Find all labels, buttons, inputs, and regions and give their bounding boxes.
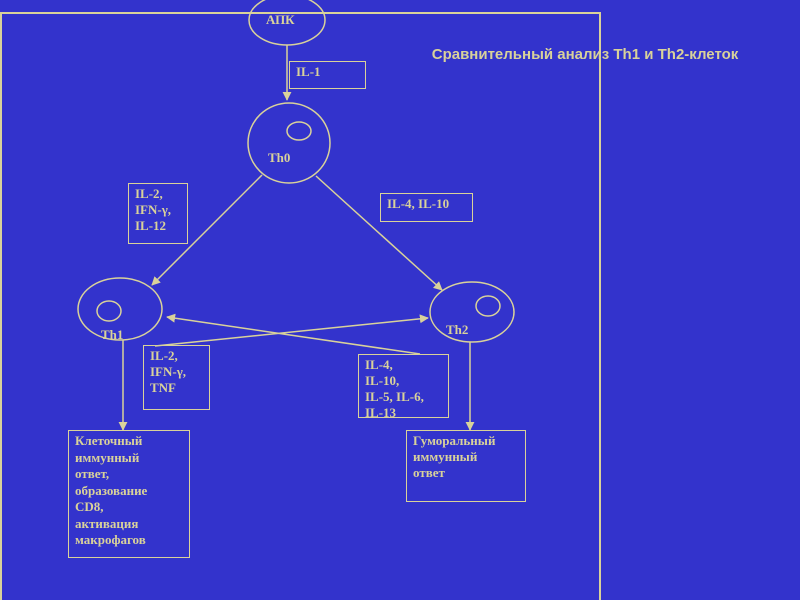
arrow-th0-to-th1 [151, 174, 263, 286]
arrow-th2-inhibits-th1 [166, 313, 421, 355]
th2-label: Th2 [446, 322, 469, 337]
humoral-response-box: Гуморальный иммунный ответ [406, 430, 526, 502]
cellular-response-box: Клеточный иммунный ответ, образование CD… [68, 430, 190, 558]
th2-inducers-box: IL-4, IL-10 [380, 193, 473, 222]
arrow-th0-to-th2 [315, 175, 443, 291]
th1-label: Th1 [101, 327, 124, 342]
th0-cell [247, 102, 331, 184]
th1-cell [77, 277, 163, 341]
arrow-th1-inhibits-th2 [154, 314, 429, 347]
slide-frame [0, 12, 601, 600]
th0-nucleus [286, 121, 312, 141]
th2-nucleus [475, 295, 501, 317]
il1-box: IL-1 [289, 61, 366, 89]
th1-inducers-box: IL-2, IFN-γ, IL-12 [128, 183, 188, 244]
th2-cell [429, 281, 515, 343]
th2-products-box: IL-4, IL-10, IL-5, IL-6, IL-13 [358, 354, 449, 420]
slide-title: Сравнительный анализ Th1 и Th2-клеток [431, 46, 739, 63]
th0-label: Th0 [268, 150, 291, 165]
apk-label: АПК [266, 12, 295, 27]
th1-nucleus [96, 300, 122, 322]
th1-products-box: IL-2, IFN-γ, TNF [143, 345, 210, 410]
